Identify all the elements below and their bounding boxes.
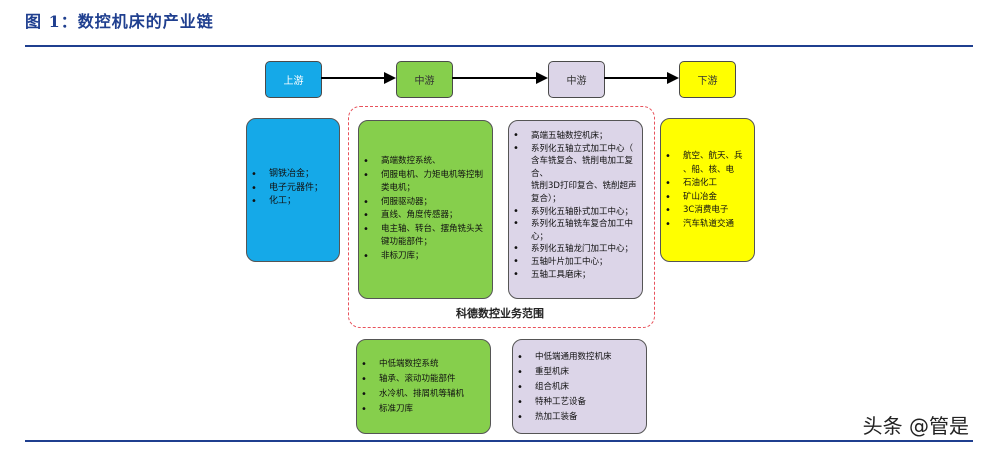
list-item: 重型机床 xyxy=(513,365,646,380)
list-item: 中低端数控系统 xyxy=(357,357,490,372)
list-item: 含车铣复合、铣削电加工复 xyxy=(531,156,634,167)
stage-upstream: 上游 xyxy=(265,61,322,98)
midstream-machines-list: 高端五轴数控机床； 系列化五轴立式加工中心（ 含车铣复合、铣削电加工复 合、 铣… xyxy=(509,130,642,281)
midstream-machines-box: 高端五轴数控机床； 系列化五轴立式加工中心（ 含车铣复合、铣削电加工复 合、 铣… xyxy=(508,120,643,299)
list-item: 电主轴、转台、摆角铣头关 xyxy=(359,223,492,237)
downstream-box: 航空、航天、兵 、船、核、电 石油化工 矿山冶金 3C消费电子 汽车轨道交通 xyxy=(660,118,755,262)
list-item: 化工； xyxy=(247,195,339,209)
midstream-components-list: 高端数控系统、 伺服电机、力矩电机等控制 类电机； 伺服驱动器； 直线、角度传感… xyxy=(359,155,492,263)
list-item: 汽车轨道交通 xyxy=(661,218,754,232)
list-item: 石油化工 xyxy=(661,177,754,191)
list-item: 类电机； xyxy=(381,183,416,193)
list-item: 水冷机、排屑机等辅机 xyxy=(357,387,490,402)
lowend-components-box: 中低端数控系统 轴承、滚动功能部件 水冷机、排屑机等辅机 标准刀库 xyxy=(356,339,491,434)
list-item: 热加工装备 xyxy=(513,410,646,425)
arrow-line xyxy=(452,77,538,79)
list-item: 电子元器件； xyxy=(247,182,339,196)
list-item: 直线、角度传感器； xyxy=(359,209,492,223)
list-item: 五轴叶片加工中心； xyxy=(509,256,642,269)
lowend-components-list: 中低端数控系统 轴承、滚动功能部件 水冷机、排屑机等辅机 标准刀库 xyxy=(357,357,490,417)
list-item: 伺服驱动器； xyxy=(359,196,492,210)
business-scope-outline xyxy=(348,106,655,328)
midstream-components-box: 高端数控系统、 伺服电机、力矩电机等控制 类电机； 伺服驱动器； 直线、角度传感… xyxy=(358,120,493,299)
list-item: 、船、核、电 xyxy=(683,164,735,175)
list-item: 矿山冶金 xyxy=(661,191,754,205)
business-scope-label: 科德数控业务范围 xyxy=(456,307,544,320)
list-item: 系列化五轴龙门加工中心； xyxy=(509,243,642,256)
arrow-head xyxy=(667,72,679,84)
lowend-machines-box: 中低端通用数控机床 重型机床 组合机床 特种工艺设备 热加工装备 xyxy=(512,339,647,434)
stage-midstream-machines: 中游 xyxy=(548,61,605,98)
upstream-list: 钢铁冶金； 电子元器件； 化工； xyxy=(247,168,339,209)
list-item: 标准刀库 xyxy=(357,402,490,417)
stage-downstream: 下游 xyxy=(679,61,736,98)
stage-label: 下游 xyxy=(697,76,718,87)
stage-label: 上游 xyxy=(283,76,304,87)
list-item: 系列化五轴卧式加工中心； xyxy=(509,206,642,219)
list-item: 中低端通用数控机床 xyxy=(513,350,646,365)
list-item: 合、 xyxy=(531,168,549,179)
list-item: 3C消费电子 xyxy=(661,204,754,218)
arrow-line xyxy=(321,77,386,79)
arrow-line xyxy=(604,77,669,79)
arrow-head xyxy=(384,72,396,84)
top-rule xyxy=(25,45,973,47)
figure-title: 图 1：数控机床的产业链 xyxy=(25,12,214,31)
list-item: 伺服电机、力矩电机等控制 xyxy=(359,169,492,183)
list-item: 轴承、滚动功能部件 xyxy=(357,372,490,387)
list-item: 特种工艺设备 xyxy=(513,395,646,410)
stage-label: 中游 xyxy=(566,76,587,87)
stage-label: 中游 xyxy=(414,76,435,87)
list-item: 复合）； xyxy=(531,193,561,204)
watermark: 头条 @管是 xyxy=(862,414,969,438)
list-item: 非标刀库； xyxy=(359,250,492,264)
list-item: 高端数控系统、 xyxy=(359,155,492,169)
list-item: 钢铁冶金； xyxy=(247,168,339,182)
list-item: 组合机床 xyxy=(513,380,646,395)
list-item: 铣削3D打印复合、铣削超声 xyxy=(531,181,637,192)
list-item: 高端五轴数控机床； xyxy=(509,130,642,143)
list-item: 系列化五轴立式加工中心（ xyxy=(509,143,642,156)
list-item: 心； xyxy=(531,231,549,242)
stage-midstream-components: 中游 xyxy=(396,61,453,98)
bottom-rule xyxy=(25,440,973,442)
arrow-head xyxy=(536,72,548,84)
list-item: 系列化五轴铣车复合加工中 xyxy=(509,218,642,231)
lowend-machines-list: 中低端通用数控机床 重型机床 组合机床 特种工艺设备 热加工装备 xyxy=(513,350,646,425)
list-item: 航空、航天、兵 xyxy=(661,150,754,164)
list-item: 五轴工具磨床； xyxy=(509,269,642,282)
downstream-list: 航空、航天、兵 、船、核、电 石油化工 矿山冶金 3C消费电子 汽车轨道交通 xyxy=(661,150,754,231)
upstream-box: 钢铁冶金； 电子元器件； 化工； xyxy=(246,118,340,262)
list-item: 键功能部件； xyxy=(381,237,433,247)
